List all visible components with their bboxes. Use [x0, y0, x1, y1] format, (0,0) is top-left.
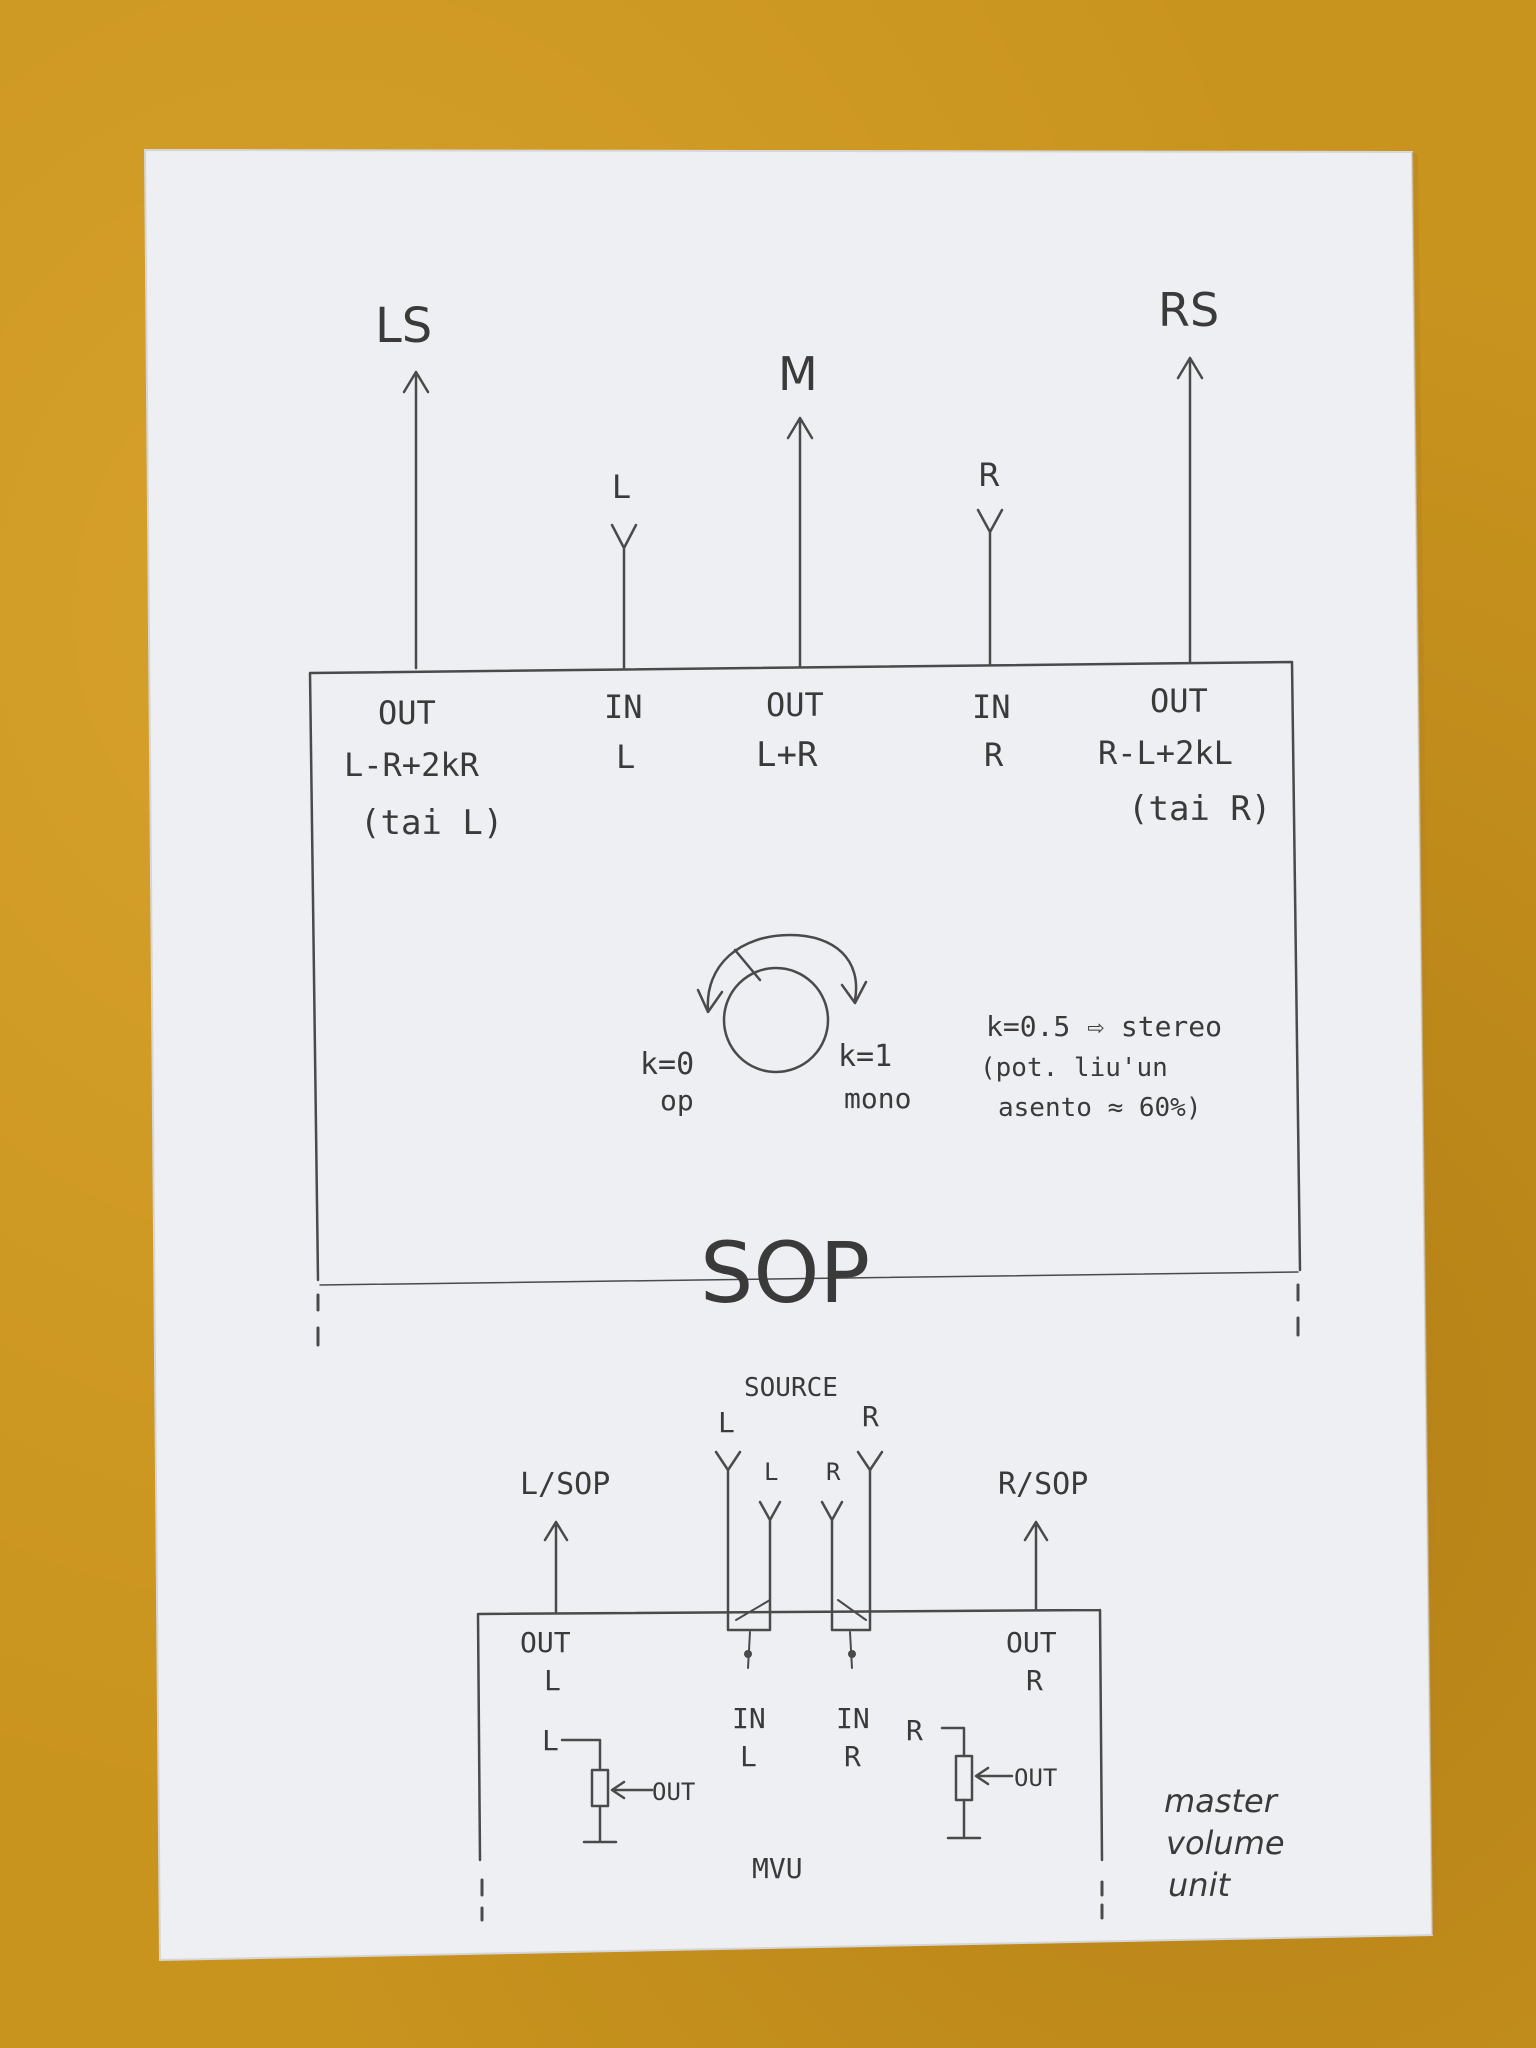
switch-dot-right — [848, 1650, 856, 1658]
sop-box — [308, 660, 1302, 1347]
l-sop-arrow — [543, 1520, 569, 1614]
mvu-out-r-label: OUT — [1006, 1626, 1057, 1659]
knob-arrow-left — [696, 988, 724, 1014]
sop-out-left-formula: L-R+2kR — [344, 746, 480, 784]
right-pot-wiring — [940, 1726, 982, 1840]
mvu-in-r-label: IN — [836, 1702, 870, 1735]
switch-dot-left — [744, 1650, 752, 1658]
pot-l-in-label: L — [542, 1724, 559, 1757]
sop-title: SOP — [700, 1224, 870, 1322]
source-r-label: R — [862, 1400, 879, 1433]
mvu-in-l-ch: L — [740, 1740, 757, 1773]
r-sop-label: R/SOP — [998, 1467, 1088, 1502]
k-stereo-note: k=0.5 ⇨ stereo — [986, 1010, 1222, 1043]
mvu-title: MVU — [752, 1852, 803, 1885]
in-r-jack — [976, 508, 1004, 666]
mvu-box-continuation-marks — [480, 1878, 1104, 1922]
in-l-jack — [610, 523, 638, 670]
source-l-label: L — [718, 1406, 735, 1439]
left-pot-resistor — [590, 1768, 610, 1808]
mvu-box — [476, 1608, 1104, 1922]
sop-in-r-label: IN — [972, 688, 1011, 726]
sop-out-right-label: OUT — [1150, 682, 1208, 720]
sop-connectors — [402, 356, 1204, 670]
k0-label: k=0 — [640, 1047, 694, 1082]
sop-out-mid-formula: L+R — [756, 735, 818, 775]
left-pot-wiper — [610, 1780, 654, 1800]
mvu-desc-unit: unit — [1168, 1866, 1231, 1904]
sop-in-r-ch: R — [984, 736, 1004, 774]
r-sop-arrow — [1023, 1520, 1049, 1612]
sop-box-outline — [308, 660, 1302, 1282]
inner-r-label: R — [826, 1458, 841, 1486]
mvu-out-l-label: OUT — [520, 1626, 571, 1659]
rs-label: RS — [1158, 283, 1219, 337]
switch-to-input-lines — [747, 1631, 853, 1669]
in-l-top-label: L — [612, 468, 630, 506]
pot-l-out-label: OUT — [652, 1778, 695, 1806]
pot-r-in-label: R — [906, 1714, 923, 1747]
knob-arrow-right — [840, 980, 868, 1005]
k1-sub-label: mono — [844, 1082, 911, 1115]
paper-sheet — [143, 148, 1434, 1962]
pot-r-out-label: OUT — [1014, 1764, 1057, 1792]
sop-out-mid-label: OUT — [766, 686, 824, 724]
l-sop-label: L/SOP — [520, 1467, 610, 1502]
sop-in-l-ch: L — [616, 738, 635, 776]
mvu-desc-volume: volume — [1166, 1824, 1285, 1862]
source-label: SOURCE — [744, 1373, 838, 1403]
left-pot-wiring — [560, 1738, 618, 1844]
ls-label: LS — [375, 298, 432, 354]
m-label: M — [778, 347, 818, 401]
paper-shadow-edge — [1412, 152, 1438, 1935]
mvu-desc-master: master — [1164, 1782, 1279, 1820]
in-r-top-label: R — [978, 456, 1000, 494]
right-volume-pot — [940, 1726, 1014, 1840]
knob-circle — [722, 966, 830, 1074]
ls-arrow — [402, 370, 430, 670]
mvu-in-r-ch: R — [844, 1740, 861, 1773]
m-arrow — [786, 416, 814, 668]
mvu-box-outline — [476, 1608, 1104, 1862]
k-pot-note: (pot. liu'un — [980, 1053, 1168, 1083]
right-pot-wiper — [974, 1766, 1014, 1786]
sop-out-right-formula: R-L+2kL — [1098, 734, 1233, 772]
rs-arrow — [1176, 356, 1204, 664]
sop-box-continuation-marks — [316, 1283, 1300, 1347]
potentiometer-knob — [696, 933, 868, 1074]
source-jack-wiring — [714, 1450, 884, 1669]
switch-contacts — [735, 1599, 867, 1621]
sop-box-bottom-edge — [319, 1271, 1299, 1286]
knob-rotation-arc — [706, 933, 858, 1012]
sop-out-right-alt: (tai R) — [1128, 789, 1271, 829]
left-volume-pot — [560, 1738, 654, 1844]
right-pot-resistor — [954, 1754, 974, 1802]
k-position-note: asento ≈ 60%) — [998, 1093, 1202, 1123]
left-jack-switch-loop — [714, 1450, 782, 1632]
k0-sub-label: op — [660, 1084, 694, 1117]
sop-in-l-label: IN — [604, 688, 643, 726]
sop-out-left-label: OUT — [378, 694, 436, 732]
mvu-out-l-ch: L — [544, 1664, 561, 1697]
sop-out-left-alt: (tai L) — [360, 803, 503, 843]
mvu-in-l-label: IN — [732, 1702, 766, 1735]
knob-pointer — [733, 948, 762, 982]
right-jack-switch-loop — [820, 1450, 884, 1632]
k1-label: k=1 — [838, 1039, 892, 1074]
inner-l-label: L — [764, 1458, 778, 1486]
mvu-out-r-ch: R — [1026, 1664, 1043, 1697]
